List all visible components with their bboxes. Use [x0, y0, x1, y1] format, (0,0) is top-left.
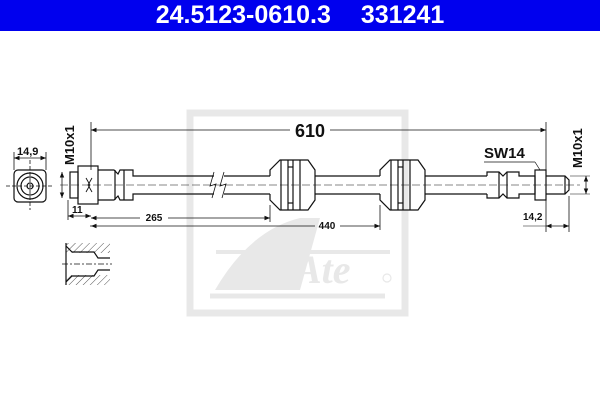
left-thread-label: M10x1 [62, 125, 77, 165]
brake-hose [60, 159, 580, 211]
first-bracket-dimension [91, 205, 271, 222]
overall-length-dimension [90, 122, 547, 170]
right-thread-label: M10x1 [570, 128, 585, 168]
right-fitting-length-dimension [523, 196, 570, 232]
title-banner: 24.5123-0610.3 331241 [0, 0, 600, 31]
left-thread-length-label: 11 [72, 205, 83, 216]
svg-text:Ate: Ate [292, 247, 351, 292]
article-number: 331241 [360, 1, 445, 29]
end-view [6, 152, 54, 210]
right-fitting-length-label: 14,2 [523, 212, 543, 223]
port-section-view [62, 243, 112, 285]
second-bracket-distance-label: 440 [319, 221, 336, 232]
end-diameter-label: 14,9 [17, 146, 38, 158]
overall-length-label: 610 [295, 121, 325, 141]
left-thread-length-dimension [67, 200, 91, 220]
ate-watermark-logo: Ate [186, 109, 409, 317]
part-number: 24.5123-0610.3 [155, 1, 331, 29]
wrench-size-label: SW14 [484, 145, 526, 162]
right-thread-dimension [570, 175, 590, 195]
second-bracket-dimension [90, 205, 381, 230]
first-bracket-distance-label: 265 [146, 213, 163, 224]
